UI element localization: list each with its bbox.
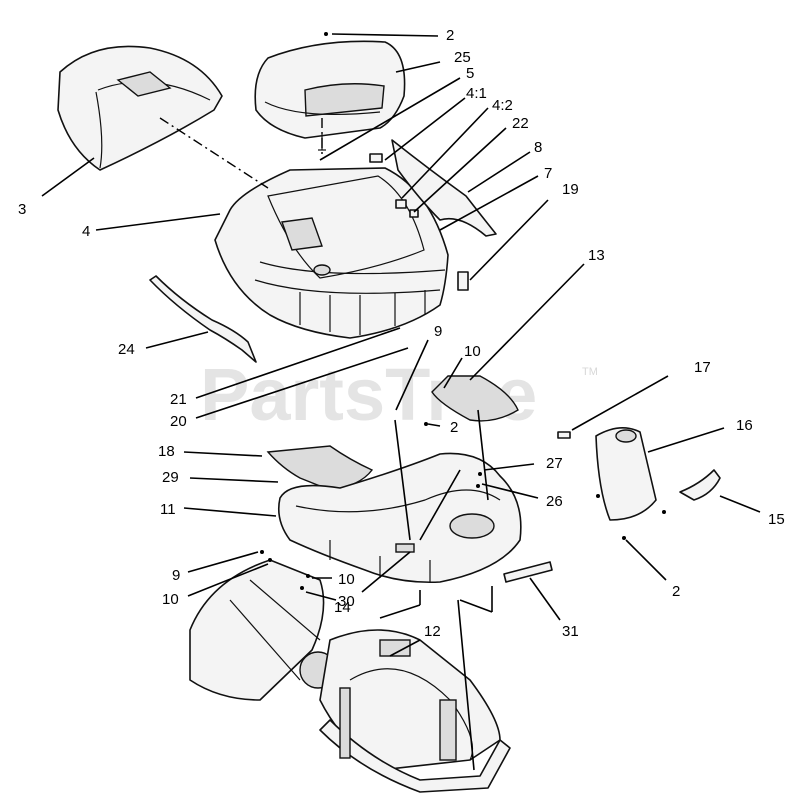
- callout-7: 7: [544, 165, 552, 182]
- callout-4-2: 4:2: [492, 97, 513, 114]
- callout-21: 21: [170, 391, 187, 408]
- callouts: 2 25 5 4:1 4:2 22 8 7 19 3 4 13 24 9 10 …: [18, 27, 785, 640]
- callout-10: 10: [464, 343, 481, 360]
- callout-9b: 9: [172, 567, 180, 584]
- callout-3: 3: [18, 201, 26, 218]
- part-seat[interactable]: [254, 40, 406, 151]
- callout-8: 8: [534, 139, 542, 156]
- part-footrest[interactable]: [277, 452, 522, 584]
- leader-lines: [41, 33, 761, 657]
- callout-5: 5: [466, 65, 474, 82]
- callout-27: 27: [546, 455, 563, 472]
- part-floor-mat-13[interactable]: [431, 375, 519, 422]
- callout-9: 9: [434, 323, 442, 340]
- callout-31: 31: [562, 623, 579, 640]
- watermark: PartsTree TM: [200, 353, 598, 436]
- callout-2c: 2: [672, 583, 680, 600]
- part-24[interactable]: [149, 275, 257, 363]
- callout-4: 4: [82, 223, 90, 240]
- callout-14: 14: [334, 599, 351, 616]
- callout-16: 16: [736, 417, 753, 434]
- callout-30: 30: [338, 593, 355, 610]
- callout-2: 2: [446, 27, 454, 44]
- callout-22: 22: [512, 115, 529, 132]
- watermark-tm: TM: [582, 366, 598, 378]
- callout-4-1: 4:1: [466, 85, 487, 102]
- callout-26: 26: [546, 493, 563, 510]
- callout-24: 24: [118, 341, 135, 358]
- part-side-pod[interactable]: [557, 427, 721, 521]
- decals-upper[interactable]: [369, 153, 469, 291]
- callout-15: 15: [768, 511, 785, 528]
- callout-10b: 10: [162, 591, 179, 608]
- callout-10c: 10: [338, 571, 355, 588]
- callout-25: 25: [454, 49, 471, 66]
- part-seat-cover[interactable]: [57, 45, 223, 171]
- hardware: [260, 32, 666, 590]
- part-fender-body[interactable]: [214, 167, 449, 339]
- callout-17: 17: [694, 359, 711, 376]
- callout-12: 12: [424, 623, 441, 640]
- callout-2b: 2: [450, 419, 458, 436]
- callout-13: 13: [588, 247, 605, 264]
- part-frame[interactable]: [189, 559, 511, 793]
- callout-11: 11: [160, 501, 176, 518]
- callout-29: 29: [162, 469, 179, 486]
- callout-20: 20: [170, 413, 187, 430]
- part-decal-31[interactable]: [503, 561, 553, 583]
- callout-19: 19: [562, 181, 579, 198]
- callout-18: 18: [158, 443, 175, 460]
